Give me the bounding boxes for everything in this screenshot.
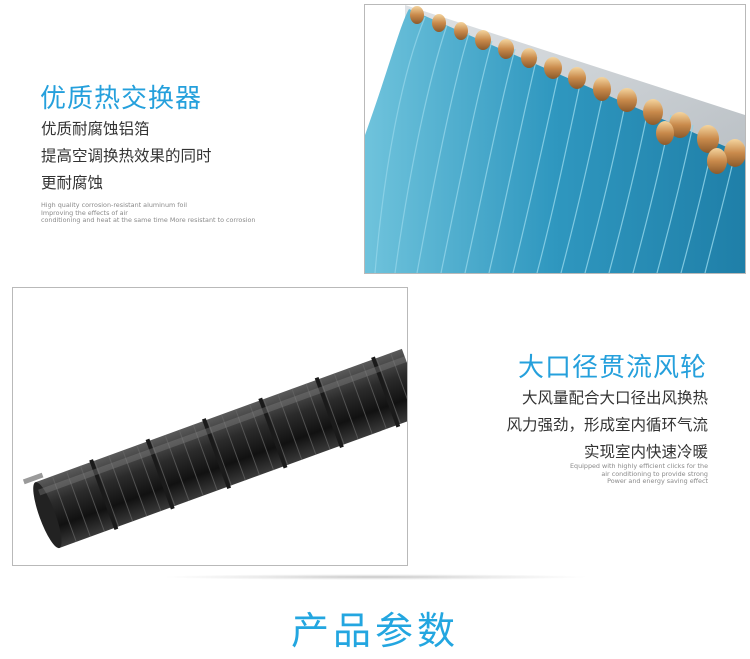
heat-exchanger-line-2: 提高空调换热效果的同时 (41, 147, 212, 165)
product-parameters-title: 产品参数 (290, 609, 459, 653)
fan-en-line-3: Power and energy saving effect (607, 477, 708, 486)
heat-exchanger-photo-icon (365, 5, 745, 273)
cross-flow-fan-image (12, 287, 408, 566)
fan-english-text: Equipped with highly efficient clicks fo… (569, 462, 708, 486)
heat-exchanger-title: 优质热交换器 (40, 84, 203, 114)
heat-exchanger-image (364, 4, 746, 274)
copper-tubes (410, 6, 745, 174)
heat-exchanger-en-line-3: conditioning and heat at the same time M… (41, 216, 256, 225)
cross-flow-fan-photo-icon (13, 288, 407, 565)
fan-rings (89, 356, 401, 531)
heat-exchanger-en-line-2: Improving the effects of air (41, 208, 128, 217)
fan-line-3: 实现室内快速冷暖 (583, 443, 708, 461)
fan-description: 大风量配合大口径出风换热 风力强劲，形成室内循环气流 实现室内快速冷暖 (506, 385, 708, 466)
fan-line-1: 大风量配合大口径出风换热 (521, 389, 708, 407)
heat-exchanger-line-1: 优质耐腐蚀铝箔 (41, 120, 150, 138)
heat-exchanger-line-3: 更耐腐蚀 (41, 174, 104, 192)
fan-en-line-1: Equipped with highly efficient clicks fo… (569, 462, 708, 470)
heat-exchanger-description: 优质耐腐蚀铝箔 提高空调换热效果的同时 更耐腐蚀 (41, 116, 212, 197)
section-divider-shadow (160, 574, 590, 580)
fan-line-2: 风力强劲，形成室内循环气流 (506, 416, 708, 434)
fan-en-line-2: air conditioning to provide strong (601, 469, 708, 478)
fan-blades (51, 352, 407, 543)
heat-exchanger-english-text: High quality corrosion-resistant aluminu… (41, 201, 256, 225)
heat-exchanger-en-line-1: High quality corrosion-resistant aluminu… (41, 201, 187, 209)
fan-title: 大口径贯流风轮 (518, 353, 708, 383)
